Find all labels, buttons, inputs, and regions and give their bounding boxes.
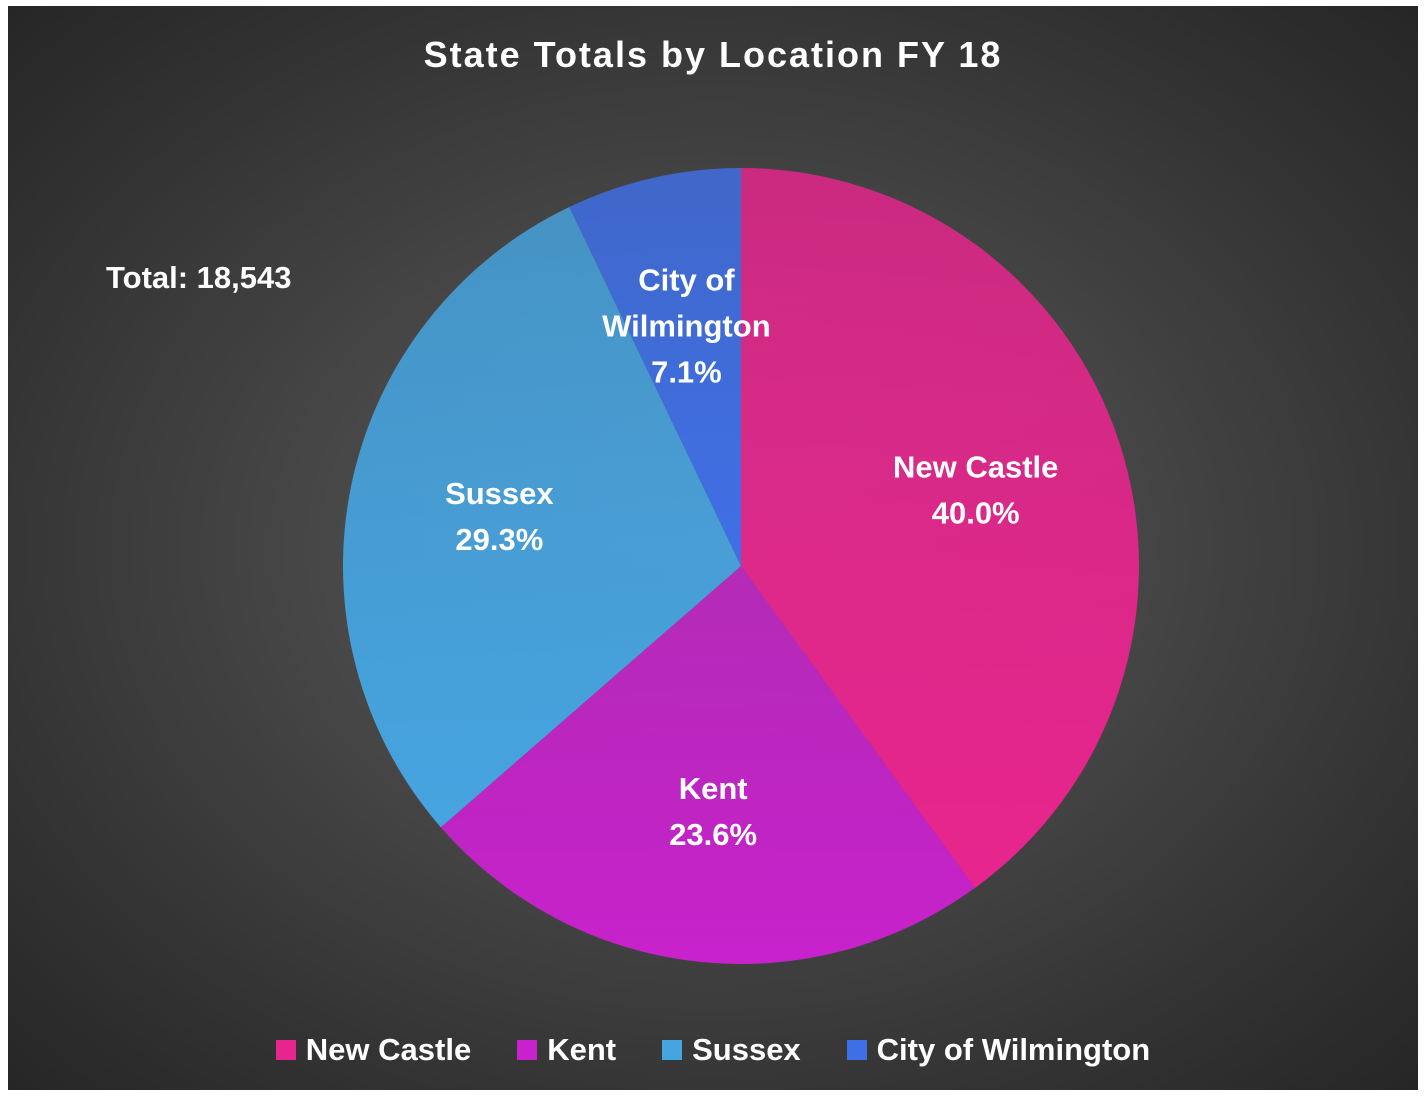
- pie-slice-new-castle: [741, 168, 1140, 888]
- legend-item-city-of-wilmington: City of Wilmington: [846, 1032, 1151, 1068]
- legend-label-sussex: Sussex: [692, 1032, 801, 1067]
- chart-title: State Totals by Location FY 18: [423, 34, 1003, 75]
- pie-slice-kent: [440, 566, 975, 964]
- legend-swatch-sussex: [662, 1040, 683, 1060]
- total-annotation: Total: 18,543: [106, 260, 292, 295]
- pie-slice-city-of-wilmington: [569, 168, 741, 566]
- legend-swatch-new-castle: [275, 1040, 296, 1060]
- legend-label-kent: Kent: [547, 1032, 617, 1067]
- legend-item-sussex: Sussex: [662, 1032, 801, 1068]
- legend-item-kent: Kent: [517, 1032, 616, 1068]
- pie-slice-sussex: [343, 206, 741, 828]
- legend: New Castle Kent Sussex City of Wilmingto…: [8, 1032, 1418, 1068]
- legend-item-new-castle: New Castle: [275, 1032, 472, 1068]
- legend-swatch-city-of-wilmington: [846, 1040, 867, 1060]
- legend-label-new-castle: New Castle: [305, 1032, 472, 1067]
- legend-label-city-of-wilmington: City of Wilmington: [876, 1032, 1151, 1067]
- chart-area: State Totals by Location FY 18 Total: 18…: [8, 6, 1418, 1090]
- legend-swatch-kent: [517, 1040, 538, 1060]
